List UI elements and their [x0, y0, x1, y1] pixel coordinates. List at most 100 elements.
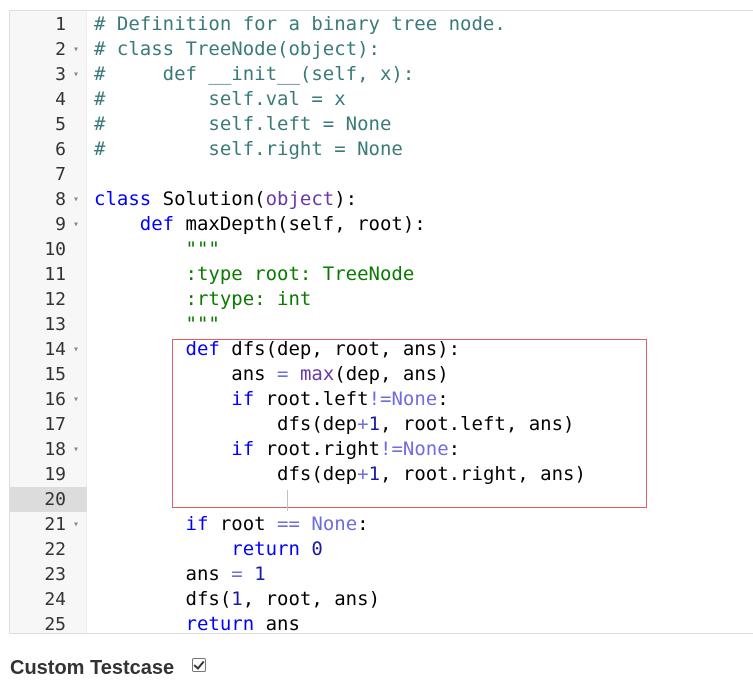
code-token: 1: [231, 588, 243, 610]
code-line[interactable]: 4# self.val = x: [10, 87, 753, 112]
code-line[interactable]: 6# self.right = None: [10, 137, 753, 162]
line-number-cell: 12: [10, 287, 87, 312]
code-token: # self.left = None: [94, 113, 392, 135]
code-text: dfs(dep+1, root.right, ans): [94, 462, 586, 487]
line-number-cell: 3▾: [10, 62, 87, 87]
code-text: ans = 1: [94, 562, 266, 587]
chevron-down-icon[interactable]: ▾: [73, 444, 80, 455]
line-number: 17: [44, 414, 66, 435]
code-token: # Definition for a binary tree node.: [94, 13, 506, 35]
code-token: =: [231, 563, 243, 585]
code-token: :rtype: int: [94, 288, 312, 310]
code-line[interactable]: 17 dfs(dep+1, root.left, ans): [10, 412, 753, 437]
code-line[interactable]: 9▾ def maxDepth(self, root):: [10, 212, 753, 237]
code-token: # def __init__(self, x):: [94, 63, 415, 85]
code-token: Solution(: [151, 188, 266, 210]
code-line[interactable]: 16▾ if root.left!=None:: [10, 387, 753, 412]
line-number-cell: 18▾: [10, 437, 87, 462]
line-number-cell: 10: [10, 237, 87, 262]
line-number-cell: 13: [10, 312, 87, 337]
code-line[interactable]: 7: [10, 162, 753, 187]
code-token: 1: [368, 413, 381, 435]
code-token: [94, 388, 231, 410]
chevron-down-icon[interactable]: ▾: [73, 194, 80, 205]
line-number: 7: [55, 164, 66, 185]
code-line[interactable]: 14▾ def dfs(dep, root, ans):: [10, 337, 753, 362]
code-line[interactable]: 15 ans = max(dep, ans): [10, 362, 753, 387]
code-token: [94, 338, 186, 360]
code-token: :: [437, 388, 449, 410]
line-number: 22: [44, 539, 66, 560]
code-text: ans = max(dep, ans): [94, 362, 449, 387]
code-token: :type root: TreeNode: [94, 263, 415, 285]
code-line[interactable]: 5 # self.left = None: [10, 112, 753, 137]
code-line[interactable]: 21▾ if root == None:: [10, 512, 753, 537]
line-number: 4: [55, 89, 66, 110]
line-number-cell: 23: [10, 562, 87, 587]
code-line[interactable]: 20: [10, 487, 753, 512]
code-token: [243, 563, 254, 585]
code-text: :rtype: int: [94, 287, 312, 312]
code-token: , root.right, ans): [380, 463, 586, 485]
code-line[interactable]: 2▾# class TreeNode(object):: [10, 37, 753, 62]
line-number: 5: [55, 114, 66, 135]
chevron-down-icon[interactable]: ▾: [73, 519, 80, 530]
line-number: 19: [44, 464, 66, 485]
line-number-cell: 19: [10, 462, 87, 487]
code-line[interactable]: 12 :rtype: int: [10, 287, 753, 312]
code-line[interactable]: 23 ans = 1: [10, 562, 753, 587]
code-token: None: [402, 438, 449, 460]
code-line[interactable]: 25 return ans: [10, 612, 753, 634]
code-token: root.right: [254, 438, 381, 460]
code-line[interactable]: 13 """: [10, 312, 753, 337]
code-line[interactable]: 18▾ if root.right!=None:: [10, 437, 753, 462]
code-line[interactable]: 3▾ # def __init__(self, x):: [10, 62, 753, 87]
chevron-down-icon[interactable]: ▾: [73, 394, 80, 405]
line-number-cell: 14▾: [10, 337, 87, 362]
chevron-down-icon[interactable]: ▾: [73, 344, 80, 355]
code-line[interactable]: 19 dfs(dep+1, root.right, ans): [10, 462, 753, 487]
code-token: return: [231, 538, 300, 560]
code-token: dfs(: [94, 588, 232, 610]
code-token: ans: [94, 363, 278, 385]
code-text: # self.left = None: [94, 112, 391, 137]
code-line[interactable]: 22 return 0: [10, 537, 753, 562]
line-number: 15: [44, 364, 66, 385]
custom-testcase-checkbox[interactable]: [192, 658, 207, 672]
code-token: return: [185, 613, 255, 634]
code-text: # class TreeNode(object):: [94, 37, 380, 62]
chevron-down-icon[interactable]: ▾: [73, 44, 80, 55]
code-line[interactable]: 24 dfs(1, root, ans): [10, 587, 753, 612]
code-token: ==: [277, 513, 300, 535]
line-number: 16: [44, 389, 66, 410]
code-text: # def __init__(self, x):: [94, 62, 414, 87]
line-number-gutter: [10, 11, 87, 633]
code-line[interactable]: 8▾class Solution(object):: [10, 187, 753, 212]
text-cursor: [287, 490, 288, 511]
line-number-cell: 21 ▾: [10, 512, 87, 537]
code-token: maxDepth(self, root):: [174, 213, 426, 235]
code-token: !=: [368, 388, 392, 410]
line-number: 21: [44, 514, 66, 535]
code-token: root.left: [254, 388, 369, 410]
code-token: ans: [94, 563, 232, 585]
code-token: dfs(dep: [94, 463, 358, 485]
code-token: ans: [254, 613, 300, 634]
chevron-down-icon[interactable]: ▾: [73, 69, 80, 80]
code-token: (dep, ans): [334, 363, 449, 385]
line-number-cell: 7: [10, 162, 87, 187]
code-text: dfs(1, root, ans): [94, 587, 381, 612]
line-number-cell: 24: [10, 587, 87, 612]
code-line[interactable]: 10 """: [10, 237, 753, 262]
code-token: , root, ans): [242, 588, 381, 610]
custom-testcase-row: Custom Testcase: [10, 656, 207, 680]
code-line[interactable]: 1# Definition for a binary tree node.: [10, 12, 753, 37]
line-number: 23: [44, 564, 66, 585]
code-editor[interactable]: 1# Definition for a binary tree node.2▾#…: [9, 10, 753, 634]
chevron-down-icon[interactable]: ▾: [73, 219, 80, 230]
code-token: if: [231, 438, 255, 460]
code-token: [288, 363, 299, 385]
line-number: 6: [55, 139, 66, 160]
code-line[interactable]: 11 :type root: TreeNode: [10, 262, 753, 287]
line-number: 24: [44, 589, 66, 610]
